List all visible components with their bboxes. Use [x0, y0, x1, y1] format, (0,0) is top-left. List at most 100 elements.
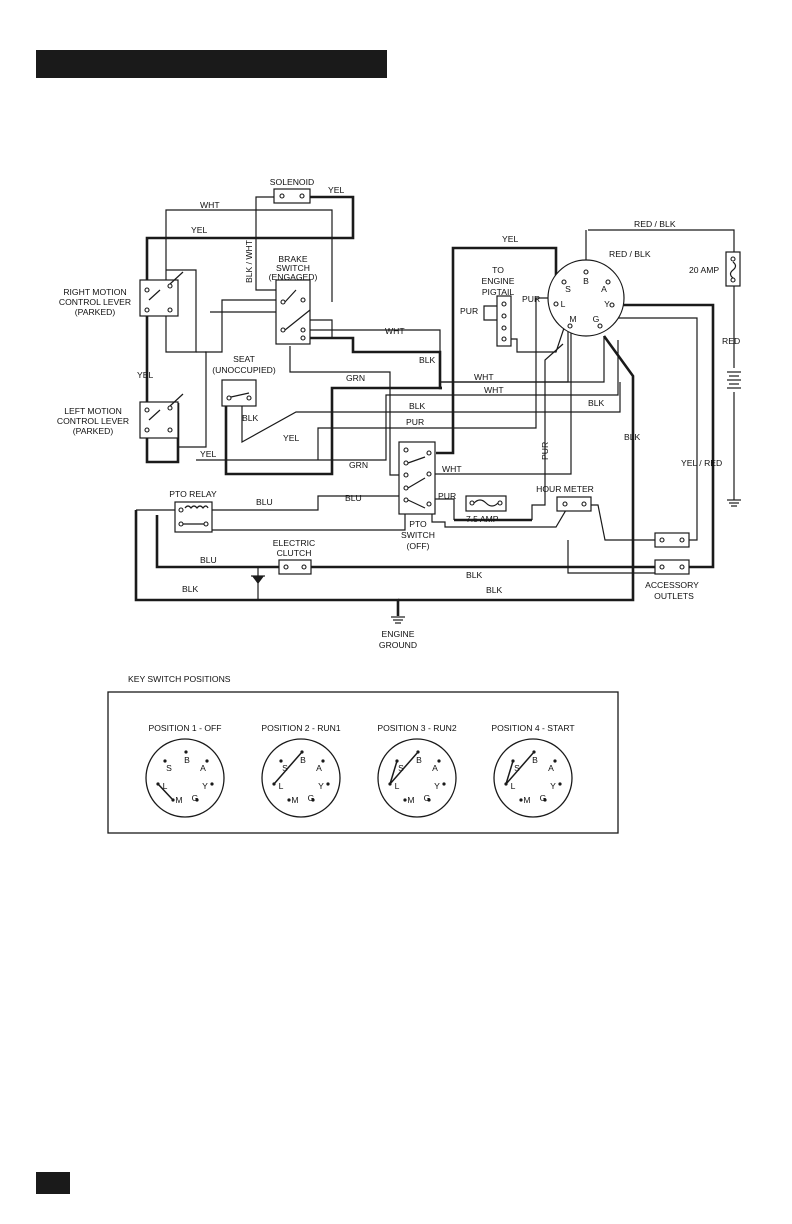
- key-contact-bar: [505, 751, 535, 785]
- key-contact-bar: [505, 760, 514, 785]
- ign-terminal-l: L: [561, 299, 566, 309]
- key-terminal-dot: [427, 798, 431, 802]
- key-terminal-dot: [279, 759, 283, 763]
- key-terminal-dot: [321, 759, 325, 763]
- key-terminal-s: S: [282, 763, 288, 773]
- key-terminal-m: M: [523, 795, 530, 805]
- key-terminal-l: L: [279, 781, 284, 791]
- pigtail-label-1: TO: [492, 265, 504, 275]
- wire-label-blk: BLK: [419, 355, 436, 365]
- key-terminal-l: L: [163, 781, 168, 791]
- diode-icon: [251, 567, 265, 600]
- key-terminal-g: G: [192, 793, 199, 803]
- key-position-label: POSITION 1 - OFF: [148, 723, 221, 733]
- wire-label-red-blk: RED / BLK: [634, 219, 676, 229]
- ign-terminal-s: S: [565, 284, 571, 294]
- key-dial-ring: [377, 738, 457, 818]
- key-terminal-dot: [287, 798, 291, 802]
- seat-switch: SEAT (UNOCCUPIED): [212, 354, 276, 407]
- light-wires: [136, 196, 735, 574]
- key-terminal-dot: [403, 798, 407, 802]
- brake-label-1: BRAKE: [278, 254, 307, 264]
- wire-label-wht: WHT: [200, 200, 220, 210]
- pto-switch: PTO SWITCH (OFF): [398, 441, 436, 551]
- wire-label-yel-red: YEL / RED: [681, 458, 722, 468]
- key-terminal-dot: [553, 759, 557, 763]
- key-dial-ring: [493, 738, 573, 818]
- wire-label-blk: BLK: [182, 584, 199, 594]
- key-terminal-dot: [326, 782, 330, 786]
- key-terminal-l: L: [395, 781, 400, 791]
- right-motion-control-lever: RIGHT MOTION CONTROL LEVER (PARKED): [59, 271, 184, 317]
- ground-label-2: GROUND: [379, 640, 417, 650]
- header-bar: [36, 50, 387, 78]
- hour-meter: HOUR METER: [536, 484, 594, 512]
- key-contact-bar: [157, 783, 174, 801]
- wire-label-blu: BLU: [200, 555, 217, 565]
- wire-label-wht: WHT: [474, 372, 494, 382]
- pto-relay-label: PTO RELAY: [169, 489, 217, 499]
- battery-ground-icon: [727, 499, 741, 507]
- wire-label-yel: YEL: [191, 225, 207, 235]
- key-terminal-dot: [442, 782, 446, 786]
- wire-label-wht: WHT: [484, 385, 504, 395]
- wire-label-grn: GRN: [346, 373, 365, 383]
- rmcl-label-3: (PARKED): [75, 307, 116, 317]
- ign-terminal-a: A: [601, 284, 607, 294]
- key-terminal-dot: [163, 759, 167, 763]
- ign-terminal-y: Y: [604, 299, 610, 309]
- wire-label-pur: PUR: [438, 491, 456, 501]
- key-terminal-g: G: [308, 793, 315, 803]
- key-terminal-s: S: [398, 763, 404, 773]
- lmcl-label-2: CONTROL LEVER: [57, 416, 129, 426]
- fuse-20-amp: 20 AMP: [689, 251, 741, 287]
- wire-label-blk: BLK: [624, 432, 641, 442]
- key-terminal-s: S: [514, 763, 520, 773]
- key-terminal-dot: [558, 782, 562, 786]
- wire-label-blk: BLK: [486, 585, 503, 595]
- wire-label-pur: PUR: [460, 306, 478, 316]
- hour-meter-label: HOUR METER: [536, 484, 594, 494]
- key-switch-title: KEY SWITCH POSITIONS: [128, 674, 231, 684]
- battery: [727, 371, 741, 389]
- key-contact-bar: [389, 751, 419, 785]
- key-terminal-b: B: [532, 755, 538, 765]
- pto-relay: PTO RELAY: [169, 489, 217, 533]
- outlets-label-2: OUTLETS: [654, 591, 694, 601]
- wire-label-yel: YEL: [137, 370, 153, 380]
- key-terminal-dot: [437, 759, 441, 763]
- key-terminal-dot: [543, 798, 547, 802]
- wire-label-pur: PUR: [406, 417, 424, 427]
- wire-label-red-blk: RED / BLK: [609, 249, 651, 259]
- wire-label-yel: YEL: [200, 449, 216, 459]
- lmcl-label-3: (PARKED): [73, 426, 114, 436]
- wire-label-red: RED: [722, 336, 740, 346]
- fuse75-label: 7.5 AMP: [466, 514, 499, 524]
- wire-label-wht: WHT: [385, 326, 405, 336]
- key-terminal-dot: [205, 759, 209, 763]
- solenoid-label: SOLENOID: [270, 177, 314, 187]
- wire-labels: WHT YEL BLK / WHT YEL WHT BLK GRN WHT WH…: [137, 200, 740, 595]
- key-terminal-m: M: [407, 795, 414, 805]
- key-terminal-y: Y: [550, 781, 556, 791]
- wire-label-blk: BLK: [588, 398, 605, 408]
- key-position-label: POSITION 2 - RUN1: [261, 723, 340, 733]
- key-terminal-g: G: [424, 793, 431, 803]
- key-terminal-a: A: [548, 763, 554, 773]
- seat-label-2: (UNOCCUPIED): [212, 365, 276, 375]
- ignition-switch: S B A L Y M G: [547, 259, 625, 337]
- accessory-outlets: ACCESSORY OUTLETS: [645, 532, 699, 601]
- key-contact-bar: [273, 751, 303, 785]
- pigtail-label-3: PIGTAIL: [482, 287, 515, 297]
- wire-label-blu: BLU: [256, 497, 273, 507]
- wire-label-pur: PUR: [540, 442, 550, 460]
- wire-label-yel: YEL: [502, 234, 518, 244]
- pigtail-label-2: ENGINE: [482, 276, 515, 286]
- brake-label-3: (ENGAGED): [269, 272, 318, 282]
- left-motion-control-lever: LEFT MOTION CONTROL LEVER (PARKED): [57, 393, 184, 439]
- wire-label-blk-wht: BLK / WHT: [244, 239, 254, 283]
- key-terminal-dot: [184, 750, 188, 754]
